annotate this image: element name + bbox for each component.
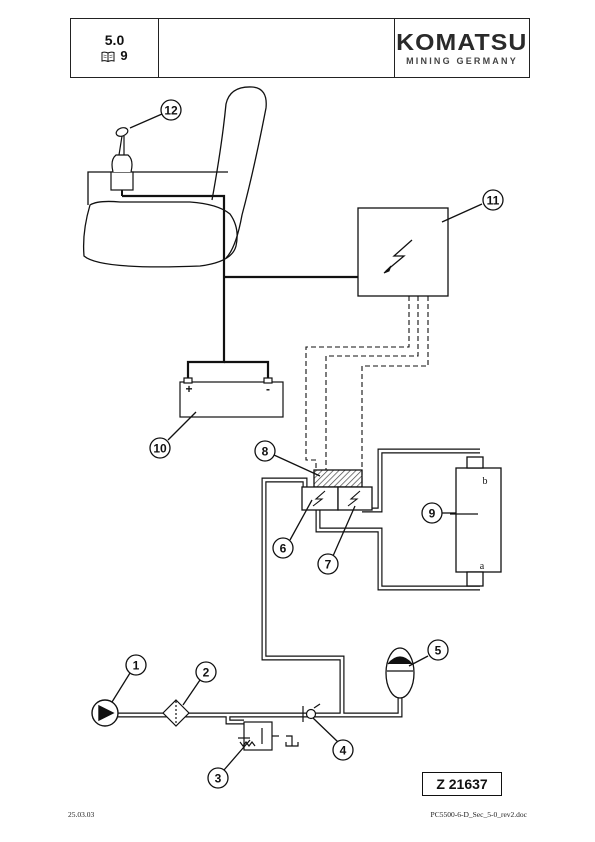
section-cell: 5.0 9 xyxy=(71,19,159,77)
callouts xyxy=(111,99,504,789)
callout-6: 6 xyxy=(280,542,287,556)
callout-labels: 1 2 3 4 5 6 7 8 9 10 11 12 xyxy=(133,104,500,786)
page-number: 9 xyxy=(120,48,128,63)
callout-7: 7 xyxy=(325,558,332,572)
header-box: 5.0 9 KOMATSU MINING GERMANY xyxy=(70,18,530,78)
callout-4: 4 xyxy=(340,744,347,758)
battery-negative-label: - xyxy=(266,382,270,396)
solenoid-valve-block xyxy=(301,469,373,511)
header-title-cell xyxy=(159,19,395,77)
section-number: 5.0 xyxy=(104,32,125,48)
footer-date: 25.03.03 xyxy=(68,810,95,819)
drawing-id: Z 21637 xyxy=(422,772,502,796)
hydraulic-lines xyxy=(107,448,480,725)
operator-seat xyxy=(82,86,267,268)
callout-8: 8 xyxy=(262,445,269,459)
book-icon xyxy=(101,51,115,62)
check-valve xyxy=(302,703,321,722)
battery-positive-label: + xyxy=(185,382,192,396)
port-b-label: b xyxy=(483,476,488,487)
callout-1: 1 xyxy=(133,659,140,673)
port-a-label: a xyxy=(480,561,485,572)
footer-doc: PC5500-6-D_Sec_5-0_rev2.doc xyxy=(430,810,527,819)
callout-11: 11 xyxy=(487,194,500,208)
control-unit xyxy=(357,207,449,297)
callout-12: 12 xyxy=(164,104,178,118)
brand-name: KOMATSU xyxy=(396,29,528,55)
battery: + - xyxy=(179,377,284,418)
control-signal-lines xyxy=(305,296,429,488)
lightning-bolt-icon xyxy=(312,490,361,507)
hydraulic-cylinder: b a xyxy=(450,456,502,587)
brand-subtitle: MINING GERMANY xyxy=(406,56,518,66)
page-ref: 9 xyxy=(101,48,128,64)
brand-logo: KOMATSU MINING GERMANY xyxy=(395,19,529,77)
callout-9: 9 xyxy=(429,507,436,521)
joystick xyxy=(110,127,134,196)
callout-3: 3 xyxy=(215,772,222,786)
callout-2: 2 xyxy=(203,666,210,680)
filter xyxy=(162,699,190,727)
pump xyxy=(91,699,119,727)
pressure-relief-valve xyxy=(238,721,299,751)
callout-10: 10 xyxy=(153,442,167,456)
callout-5: 5 xyxy=(435,644,442,658)
lightning-bolt-icon xyxy=(383,239,413,274)
accumulator xyxy=(385,647,415,699)
electrical-wiring xyxy=(122,194,358,382)
